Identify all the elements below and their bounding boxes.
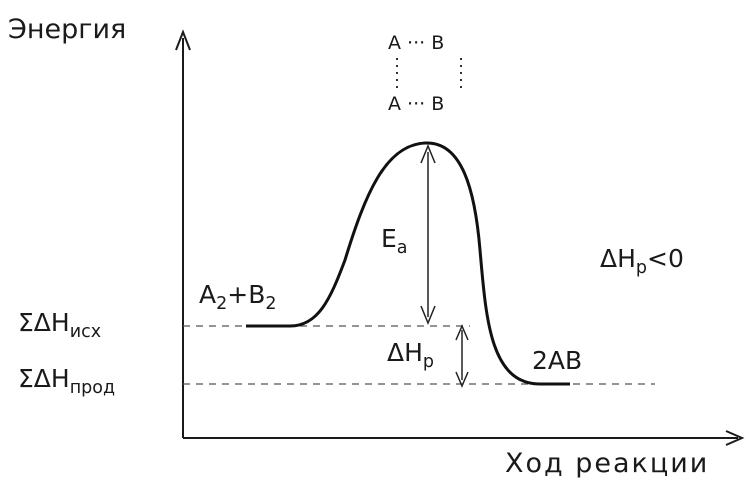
- reactant-b-sub: 2: [265, 294, 277, 315]
- reactant-level-sigma: ΣΔH: [18, 308, 70, 337]
- reactant-b: B: [248, 280, 266, 309]
- x-axis-label: Ход реакции: [505, 448, 710, 479]
- condition-sub: р: [635, 258, 648, 279]
- product-level-sub: прод: [69, 378, 116, 399]
- condition-main: ΔH: [600, 244, 636, 273]
- reaction-enthalpy-main: ΔH: [387, 338, 423, 367]
- reaction-enthalpy-label: ΔHр: [387, 338, 434, 372]
- ts-bottom-row: A ··· B: [388, 93, 444, 115]
- product-level-sigma: ΣΔH: [18, 364, 70, 393]
- reactants-formula: A2+B2: [199, 280, 277, 314]
- y-axis-arrow: [175, 29, 191, 51]
- activation-arrow-head-bottom: [420, 305, 436, 325]
- ts-bottom-right: B: [431, 93, 445, 115]
- ts-bottom-left: A: [388, 93, 401, 115]
- reaction-enthalpy-sub: р: [422, 352, 435, 373]
- ts-top-row: A ··· B: [388, 32, 444, 54]
- reactant-a-sub: 2: [216, 294, 228, 315]
- y-axis-label: Энергия: [8, 14, 127, 45]
- ts-top-dots: ···: [407, 32, 426, 54]
- reactant-a: A: [199, 280, 217, 309]
- activation-energy-label: Ea: [381, 224, 408, 258]
- reactant-level-sub: исх: [69, 322, 102, 343]
- enthalpy-arrow-head-top: [455, 324, 469, 341]
- activation-energy-sub: a: [396, 238, 408, 259]
- enthalpy-arrow-head-bottom: [455, 371, 469, 388]
- reactant-plus: +: [227, 280, 249, 309]
- ts-bottom-dots: ···: [407, 93, 426, 115]
- x-axis-arrow: [725, 430, 745, 446]
- products-formula: 2AB: [532, 346, 583, 375]
- activation-arrow-head-top: [420, 144, 436, 164]
- product-level-label: ΣΔHпрод: [18, 364, 115, 398]
- reactant-level-label: ΣΔHисх: [18, 308, 101, 342]
- ts-top-left: A: [388, 32, 401, 54]
- reaction-curve: [246, 141, 570, 386]
- activation-energy-main: E: [381, 224, 397, 253]
- condition-rel: <0: [647, 244, 684, 273]
- exothermic-condition: ΔHр<0: [600, 244, 684, 278]
- ts-top-right: B: [431, 32, 445, 54]
